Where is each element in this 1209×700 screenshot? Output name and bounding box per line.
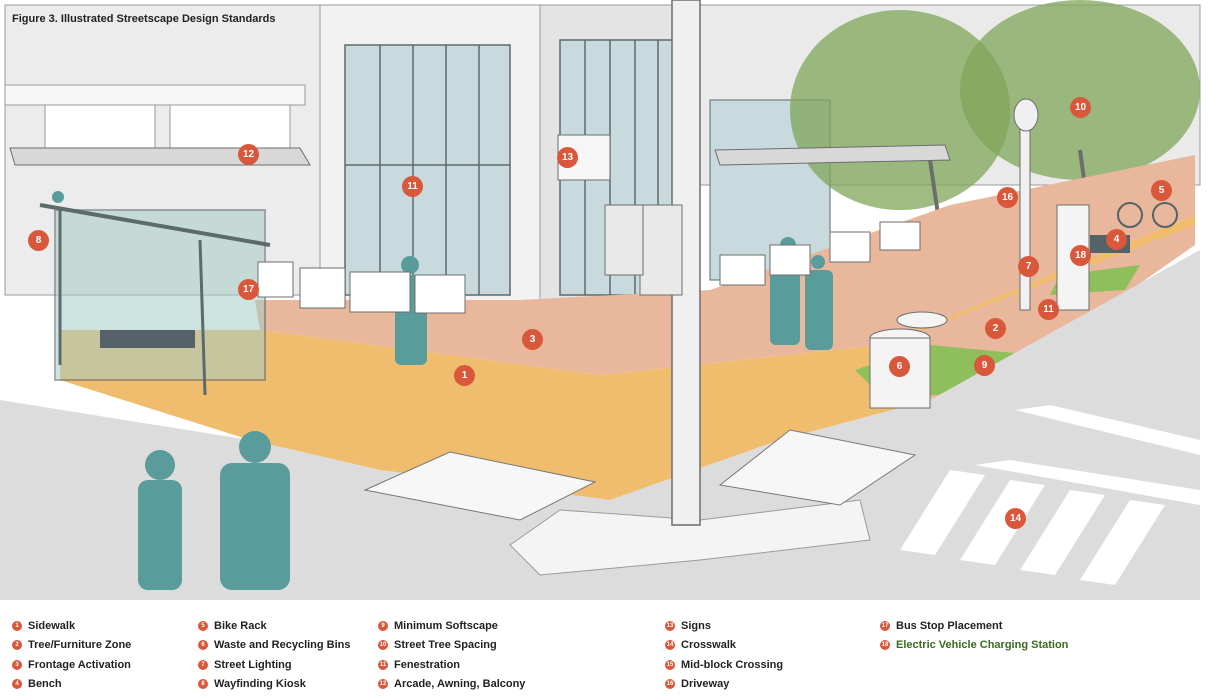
- marker-street-tree-spacing: 10: [1070, 97, 1091, 118]
- legend-column-1: 1 Sidewalk 2 Tree/Furniture Zone 3 Frontage…: [12, 616, 131, 694]
- frontage-zone: [255, 155, 1195, 375]
- legend-item: 2 Tree/Furniture Zone: [12, 636, 131, 656]
- legend-label: Waste and Recycling Bins: [214, 639, 351, 652]
- legend-item: 15 Mid-block Crossing: [665, 655, 783, 675]
- legend-label: Bus Stop Placement: [896, 619, 1003, 632]
- legend-number: 2: [12, 640, 22, 651]
- legend-item: 12 Arcade, Awning, Balcony: [378, 675, 525, 695]
- tactile-pad: [363, 451, 597, 521]
- awning: [714, 144, 951, 166]
- legend-item: 11 Fenestration: [378, 655, 525, 675]
- legend-label: Arcade, Awning, Balcony: [394, 678, 526, 691]
- legend-label: Minimum Softscape: [394, 619, 498, 632]
- awning: [9, 147, 311, 166]
- legend-label: Signs: [681, 619, 711, 632]
- legend-item: 14 Crosswalk: [665, 636, 783, 656]
- legend-item: 1 Sidewalk: [12, 616, 131, 636]
- legend-item: 3 Frontage Activation: [12, 655, 131, 675]
- bus-shelter: [39, 203, 271, 396]
- legend-item: 17 Bus Stop Placement: [880, 616, 1068, 636]
- legend-number: 7: [198, 659, 208, 670]
- legend-number: 15: [665, 659, 675, 670]
- legend-label: Frontage Activation: [28, 658, 131, 671]
- legend-number: 10: [378, 640, 388, 651]
- marker-tree-furniture-zone: 2: [985, 318, 1006, 339]
- legend-label: Driveway: [681, 678, 730, 691]
- legend-column-3: 9 Minimum Softscape 10 Street Tree Spacing…: [378, 616, 525, 694]
- legend-label: Wayfinding Kiosk: [214, 678, 306, 691]
- marker-crosswalk: 14: [1005, 508, 1026, 529]
- legend-label: Bench: [28, 678, 62, 691]
- legend-item: 6 Waste and Recycling Bins: [198, 636, 351, 656]
- marker-minimum-softscape: 9: [974, 355, 995, 376]
- legend-item: 16 Driveway: [665, 675, 783, 695]
- legend-number: 14: [665, 640, 675, 651]
- legend-label: Sidewalk: [28, 619, 76, 632]
- legend-label: Crosswalk: [681, 639, 737, 652]
- legend-number: 16: [665, 679, 675, 690]
- legend-item: 5 Bike Rack: [198, 616, 351, 636]
- marker-waste-bins: 6: [889, 356, 910, 377]
- legend-number: 8: [198, 679, 208, 690]
- cafe-seating: [257, 221, 921, 314]
- sidewalk-zone: [60, 215, 1195, 500]
- marker-wayfinding-kiosk: 8: [28, 230, 49, 251]
- legend-label: Bike Rack: [214, 619, 267, 632]
- marker-ev-charging: 18: [1070, 245, 1091, 266]
- crosswalk: [900, 405, 1200, 585]
- marker-signs: 13: [557, 147, 578, 168]
- legend-number: 12: [378, 679, 388, 690]
- legend-number: 6: [198, 640, 208, 651]
- legend-item-ev: 18 Electric Vehicle Charging Station: [880, 636, 1068, 656]
- legend-item: 4 Bench: [12, 675, 131, 695]
- legend-number: 1: [12, 620, 22, 631]
- legend-number: 11: [378, 659, 388, 670]
- legend-label: Mid-block Crossing: [681, 658, 784, 671]
- legend-item: 13 Signs: [665, 616, 783, 636]
- tactile-pad: [718, 429, 917, 506]
- legend-column-5: 17 Bus Stop Placement 18 Electric Vehicle …: [880, 616, 1068, 655]
- legend-number: 3: [12, 659, 22, 670]
- legend-item: 7 Street Lighting: [198, 655, 351, 675]
- legend-column-2: 5 Bike Rack 6 Waste and Recycling Bins 7 St…: [198, 616, 351, 694]
- marker-fenestration: 11: [402, 176, 423, 197]
- marker-arcade-awning: 12: [238, 144, 259, 165]
- curb-ramp: [509, 499, 871, 576]
- figure-title: Figure 3. Illustrated Streetscape Design…: [12, 13, 276, 25]
- recycling-bin: [896, 311, 948, 329]
- legend-item: 8 Wayfinding Kiosk: [198, 675, 351, 695]
- street: [0, 250, 1200, 600]
- legend-number: 4: [12, 679, 22, 690]
- legend-number: 9: [378, 620, 388, 631]
- bike-rack: [1117, 202, 1143, 228]
- legend-column-4: 13 Signs 14 Crosswalk 15 Mid-block Crossing…: [665, 616, 783, 694]
- marker-bike-rack: 5: [1151, 180, 1172, 201]
- legend-number: 13: [665, 620, 675, 631]
- legend-label: Fenestration: [394, 658, 461, 671]
- legend-label: Street Lighting: [214, 658, 292, 671]
- legend-number: 17: [880, 620, 890, 631]
- marker-street-lighting: 7: [1018, 256, 1039, 277]
- marker-frontage-activation: 3: [522, 329, 543, 350]
- legend-label: Street Tree Spacing: [394, 639, 497, 652]
- streetscape-illustration: [0, 0, 1201, 600]
- legend-item: 9 Minimum Softscape: [378, 616, 525, 636]
- marker-driveway: 16: [997, 187, 1018, 208]
- legend-number: 18: [880, 640, 890, 651]
- marker-bus-stop: 17: [238, 279, 259, 300]
- marker-sidewalk: 1: [454, 365, 475, 386]
- legend-label: Tree/Furniture Zone: [28, 639, 132, 652]
- marker-fenestration-2: 11: [1038, 299, 1059, 320]
- street-light: [1019, 119, 1031, 311]
- legend-number: 5: [198, 620, 208, 631]
- legend-item: 10 Street Tree Spacing: [378, 636, 525, 656]
- legend-label: Electric Vehicle Charging Station: [896, 639, 1069, 652]
- marker-bench: 4: [1106, 229, 1127, 250]
